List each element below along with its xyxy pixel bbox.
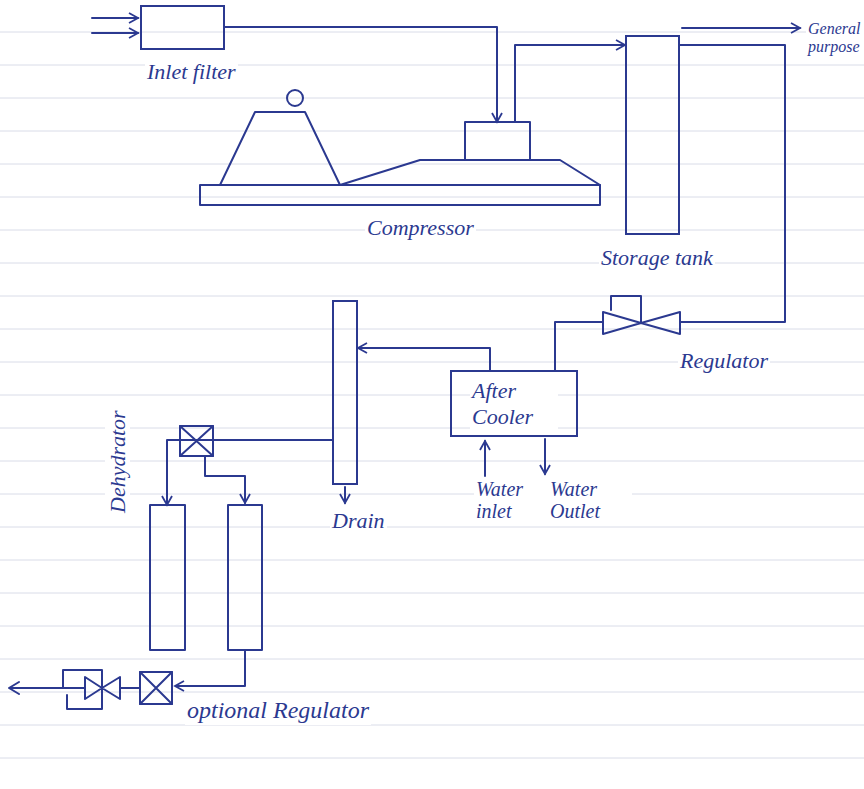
node-label: Inlet filter [145,59,238,84]
air-intake-arrow [92,17,138,19]
water-outlet-arrow [544,439,546,474]
pipe-connector [225,27,497,122]
air-intake-arrow [92,32,138,34]
water-inlet-arrow [484,441,486,476]
pipe-connector [515,45,625,122]
pipe-connector [167,440,332,505]
note-label: General purpose [806,20,864,55]
optional-regulator: optional Regulator [55,665,175,710]
branch-pipe [205,456,245,503]
node-label: Drain [330,508,387,533]
after-cooler: After Cooler [450,370,578,437]
pipe-connector [680,45,785,322]
separator-column: Drain [332,300,358,485]
compressor-symbol: Compressor [200,122,600,205]
note-label: Water Outlet [548,478,632,522]
node-label: After Cooler [470,378,558,429]
pipe-connector [555,322,603,370]
node-label: Storage tank [599,245,715,270]
storage-tank: Storage tank [625,35,680,235]
node-label: Regulator [678,348,770,373]
node-label: optional Regulator [185,697,371,725]
dehydrator-columns: Dehydrator [150,505,265,650]
node-label: Compressor [365,215,476,240]
supply-arrow [682,27,800,29]
note-label: Water inlet [474,478,550,522]
drain-arrow [344,487,346,503]
regulator-valve: Regulator [603,310,680,336]
node-label: Dehydrator [105,408,130,515]
pipe-connector [175,650,245,686]
pipe-connector [358,348,490,370]
filter-box: Inlet filter [140,5,225,50]
